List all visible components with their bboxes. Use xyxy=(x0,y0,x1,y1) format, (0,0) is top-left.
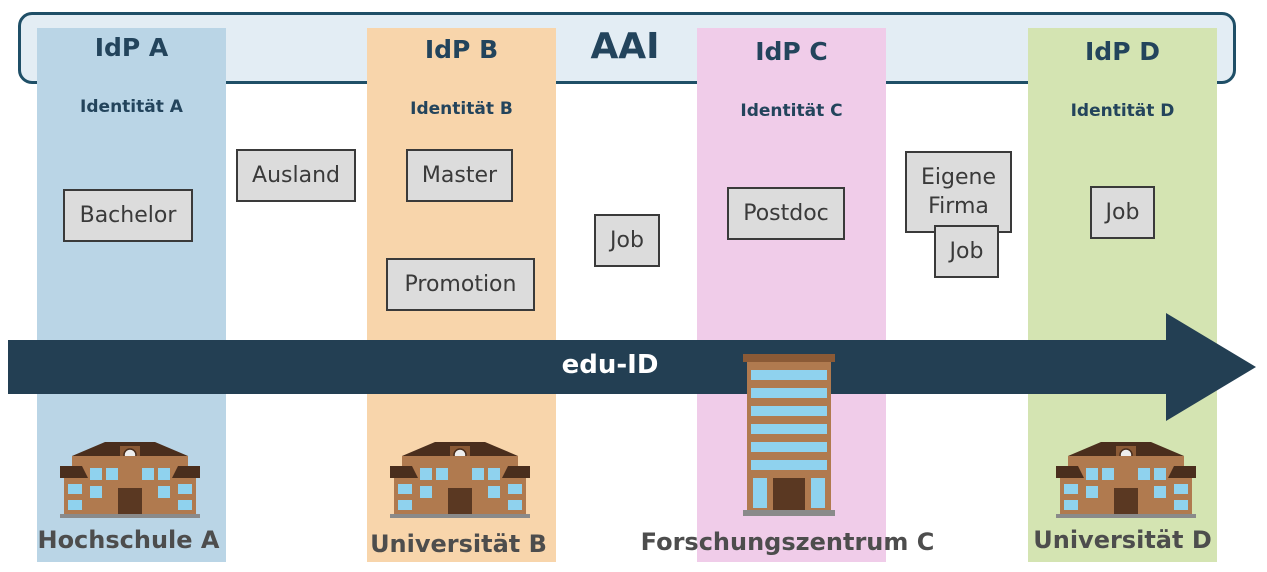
phase-job-1: Job xyxy=(594,214,660,267)
phase-job-3: Job xyxy=(1090,186,1155,239)
office-tower-icon xyxy=(743,354,835,516)
phase-job-2: Job xyxy=(934,225,999,278)
identity-c: Identität C xyxy=(740,101,843,121)
idp-b-title: IdP B xyxy=(424,35,499,64)
institution-d: Universität D xyxy=(1033,526,1212,554)
identity-b: Identität B xyxy=(410,99,513,119)
school-building-icon xyxy=(390,442,530,518)
phase-bachelor: Bachelor xyxy=(63,189,193,242)
edu-id-label: edu-ID xyxy=(561,350,659,380)
aai-label: AAI xyxy=(590,26,660,67)
institution-b: Universität B xyxy=(370,530,547,558)
phase-master: Master xyxy=(406,149,513,202)
phase-eigene-firma: Eigene Firma xyxy=(905,151,1012,233)
school-building-icon xyxy=(1056,442,1196,518)
idp-d-title: IdP D xyxy=(1085,37,1160,66)
phase-promotion: Promotion xyxy=(386,258,535,311)
school-building-icon xyxy=(60,442,200,518)
phase-postdoc: Postdoc xyxy=(727,187,845,240)
idp-c-title: IdP C xyxy=(755,37,828,66)
identity-a: Identität A xyxy=(80,97,183,117)
phase-ausland: Ausland xyxy=(236,149,356,202)
institution-c: Forschungszentrum C xyxy=(640,528,935,556)
idp-a-title: IdP A xyxy=(94,33,169,62)
institution-a: Hochschule A xyxy=(37,526,220,554)
identity-d: Identität D xyxy=(1070,101,1175,121)
